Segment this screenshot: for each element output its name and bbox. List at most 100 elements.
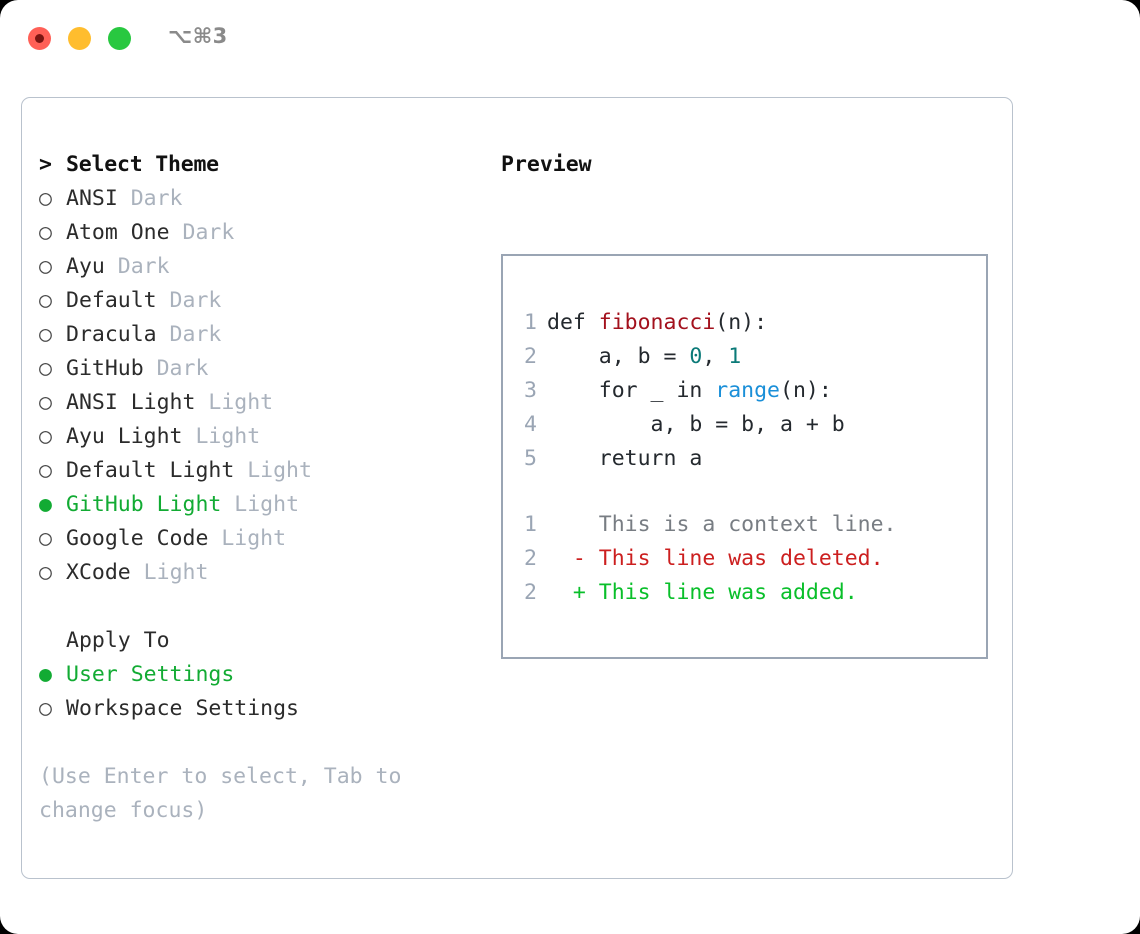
- code-token: a, b =: [547, 344, 690, 369]
- apply-to-heading: ○ Apply To: [39, 624, 479, 658]
- radio-unselected-icon[interactable]: ○: [39, 560, 52, 585]
- theme-item-label: Ayu Light Light: [66, 420, 260, 454]
- theme-item-label: Dracula Dark: [66, 318, 221, 352]
- theme-list-item[interactable]: ○ ANSI Light Light: [39, 386, 479, 420]
- code-token: ,: [702, 344, 729, 369]
- code-line: 2 a, b = 0, 1: [517, 340, 845, 374]
- code-token: a, b = b, a + b: [547, 412, 845, 437]
- radio-selected-icon[interactable]: ●: [39, 662, 52, 687]
- radio-unselected-icon[interactable]: ○: [39, 254, 52, 279]
- apply-to-marker-placeholder: ○: [39, 624, 65, 658]
- caret-icon: >: [39, 152, 52, 177]
- radio-unselected-icon[interactable]: ○: [39, 458, 52, 483]
- code-token: (n):: [715, 310, 768, 335]
- diff-line-text: + This line was added.: [547, 580, 858, 605]
- list-spacer: [39, 590, 479, 624]
- diff-line-number: 2: [524, 580, 537, 605]
- diff-line: 2 - This line was deleted.: [517, 542, 897, 576]
- diff-line-number: 1: [524, 512, 537, 537]
- theme-name: ANSI: [66, 186, 118, 211]
- theme-variant-label: Dark: [104, 254, 170, 279]
- theme-item-label: Default Dark: [66, 284, 221, 318]
- code-token: 1: [728, 344, 742, 369]
- close-window-button[interactable]: [28, 27, 51, 50]
- theme-name: Default Light: [66, 458, 235, 483]
- theme-variant-label: Dark: [156, 322, 222, 347]
- radio-selected-icon[interactable]: ●: [39, 492, 52, 517]
- line-number: 5: [524, 446, 537, 471]
- radio-unselected-icon[interactable]: ○: [39, 390, 52, 415]
- theme-list-item[interactable]: ○ ANSI Dark: [39, 182, 479, 216]
- diff-line: 2 + This line was added.: [517, 576, 897, 610]
- theme-list-item[interactable]: ○ Ayu Dark: [39, 250, 479, 284]
- diff-line-text: - This line was deleted.: [547, 546, 884, 571]
- maximize-window-button[interactable]: [108, 27, 131, 50]
- title-bar: ⌥⌘3: [0, 0, 1140, 78]
- theme-variant-label: Dark: [143, 356, 209, 381]
- code-token: return a: [547, 446, 703, 471]
- theme-name: GitHub: [66, 356, 144, 381]
- theme-name: ANSI Light: [66, 390, 196, 415]
- radio-unselected-icon[interactable]: ○: [39, 696, 52, 721]
- theme-variant-label: Light: [234, 458, 312, 483]
- theme-variant-label: Light: [182, 424, 261, 449]
- select-theme-heading-label: Select Theme: [66, 152, 219, 177]
- theme-item-label: GitHub Light Light: [66, 488, 299, 522]
- line-number: 2: [524, 344, 537, 369]
- theme-list: ○ ANSI Dark ○ Atom One Dark ○ Ayu Dark ○ Defaul…: [39, 182, 479, 590]
- theme-item-label: ANSI Light Light: [66, 386, 273, 420]
- theme-variant-label: Dark: [156, 288, 222, 313]
- theme-variant-label: Light: [208, 526, 287, 551]
- theme-name: Atom One: [66, 220, 170, 245]
- theme-item-label: Google Code Light: [66, 522, 286, 556]
- theme-name: Default: [66, 288, 157, 313]
- theme-list-item[interactable]: ○ Dracula Dark: [39, 318, 479, 352]
- radio-unselected-icon[interactable]: ○: [39, 356, 52, 381]
- theme-variant-label: Light: [195, 390, 274, 415]
- theme-name: Ayu: [66, 254, 105, 279]
- theme-list-item[interactable]: ○ XCode Light: [39, 556, 479, 590]
- radio-unselected-icon[interactable]: ○: [39, 186, 52, 211]
- code-token: 0: [689, 344, 703, 369]
- theme-variant-label: Dark: [117, 186, 183, 211]
- code-line: 3 for _ in range(n):: [517, 374, 845, 408]
- theme-list-item[interactable]: ○ Atom One Dark: [39, 216, 479, 250]
- theme-list-item[interactable]: ○ Google Code Light: [39, 522, 479, 556]
- radio-unselected-icon[interactable]: ○: [39, 322, 52, 347]
- theme-item-label: GitHub Dark: [66, 352, 208, 386]
- theme-item-label: XCode Light: [66, 556, 208, 590]
- line-number: 3: [524, 378, 537, 403]
- theme-item-label: Atom One Dark: [66, 216, 234, 250]
- theme-name: Dracula: [66, 322, 157, 347]
- code-token: range: [715, 378, 781, 403]
- theme-list-item[interactable]: ○ Default Light Light: [39, 454, 479, 488]
- radio-unselected-icon[interactable]: ○: [39, 424, 52, 449]
- theme-item-label: Default Light Light: [66, 454, 312, 488]
- diff-sample: 1 This is a context line.2 - This line w…: [517, 508, 897, 610]
- code-token: fibonacci: [598, 310, 716, 335]
- theme-name: XCode: [66, 560, 131, 585]
- minimize-window-button[interactable]: [68, 27, 91, 50]
- theme-list-item[interactable]: ● GitHub Light Light: [39, 488, 479, 522]
- theme-variant-label: Dark: [169, 220, 235, 245]
- apply-to-list: ● User Settings ○Workspace Settings: [39, 658, 479, 726]
- line-number: 4: [524, 412, 537, 437]
- apply-to-label: User Settings: [66, 662, 235, 687]
- code-line: 5 return a: [517, 442, 845, 476]
- theme-name: Google Code: [66, 526, 209, 551]
- keyboard-hint-text: (Use Enter to select, Tab to change focu…: [39, 764, 402, 823]
- theme-variant-label: Light: [130, 560, 209, 585]
- radio-unselected-icon[interactable]: ○: [39, 288, 52, 313]
- theme-list-item[interactable]: ○ Default Dark: [39, 284, 479, 318]
- keyboard-shortcut-label: ⌥⌘3: [168, 24, 228, 48]
- theme-item-label: ANSI Dark: [66, 182, 183, 216]
- radio-unselected-icon[interactable]: ○: [39, 220, 52, 245]
- theme-name: Ayu Light: [66, 424, 183, 449]
- theme-list-item[interactable]: ○ Ayu Light Light: [39, 420, 479, 454]
- apply-to-item[interactable]: ○Workspace Settings: [39, 692, 479, 726]
- theme-list-item[interactable]: ○ GitHub Dark: [39, 352, 479, 386]
- apply-to-item[interactable]: ● User Settings: [39, 658, 479, 692]
- theme-variant-label: Light: [221, 492, 300, 517]
- radio-unselected-icon[interactable]: ○: [39, 526, 52, 551]
